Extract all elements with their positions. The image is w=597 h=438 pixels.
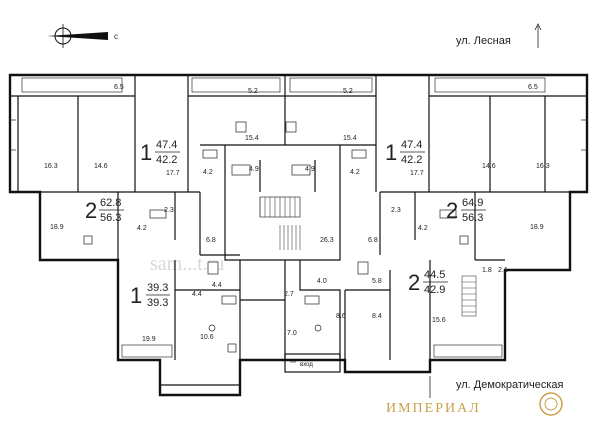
entrance: вход: [290, 361, 313, 368]
room-area: 15.4: [343, 135, 357, 142]
bottom-rooms: [117, 254, 570, 372]
room-area: 10.6: [200, 334, 214, 341]
room-area: 16.3: [44, 163, 58, 170]
middle-rooms: [40, 191, 570, 261]
room-area: 4.9: [305, 166, 315, 173]
svg-text:62.8: 62.8: [100, 197, 121, 209]
brand-seal-icon: [539, 392, 563, 416]
room-area: 2.3: [164, 207, 174, 214]
svg-text:2: 2: [85, 198, 97, 223]
room-area: 4.4: [192, 291, 202, 298]
room-area: 4.9: [249, 166, 259, 173]
room-area: 18.9: [50, 224, 64, 231]
room-area: 8.4: [372, 313, 382, 320]
room-area: 4.2: [137, 225, 147, 232]
watermark: sam...t.ru: [150, 253, 224, 275]
room-area: 5.2: [248, 88, 258, 95]
svg-text:вход: вход: [300, 362, 313, 368]
room-area-labels: 6.5 5.2 5.2 6.5 16.3 14.6 17.7 15.4 15.4…: [44, 84, 550, 343]
street-top-label: ул. Лесная: [456, 35, 511, 47]
room-area: 17.7: [410, 170, 424, 177]
room-area: 15.6: [432, 317, 446, 324]
top-rooms: [10, 75, 587, 192]
compass-arrow-icon: [47, 32, 108, 40]
svg-text:42.9: 42.9: [424, 284, 445, 296]
apartment-1-bottom: 1 39.3 39.3: [130, 282, 170, 309]
svg-text:47.4: 47.4: [401, 139, 422, 151]
svg-text:47.4: 47.4: [156, 139, 177, 151]
apartment-2-left: 2 62.8 56.3: [85, 197, 124, 224]
room-area: 14.6: [94, 163, 108, 170]
room-area: 4.2: [350, 169, 360, 176]
compass-direction-label: с: [114, 32, 118, 41]
svg-text:56.3: 56.3: [100, 212, 121, 224]
room-area: 14.6: [482, 163, 496, 170]
svg-text:56.3: 56.3: [462, 212, 483, 224]
apartment-1-right: 1 47.4 42.2: [385, 139, 425, 166]
apartment-1-left: 1 47.4 42.2: [140, 139, 180, 166]
room-area: 6.8: [206, 237, 216, 244]
room-area: 4.2: [203, 169, 213, 176]
room-area: 7.0: [287, 330, 297, 337]
svg-text:ИМПЕРИАЛ: ИМПЕРИАЛ: [386, 401, 481, 416]
brand-logo: ИМПЕРИАЛ: [386, 392, 563, 416]
svg-text:44.5: 44.5: [424, 269, 445, 281]
svg-text:42.2: 42.2: [401, 154, 422, 166]
compass: с: [47, 24, 118, 48]
room-area: 6.5: [114, 84, 124, 91]
svg-text:1: 1: [130, 283, 142, 308]
room-area: 18.9: [530, 224, 544, 231]
svg-text:1: 1: [385, 140, 397, 165]
room-area: 2.3: [391, 207, 401, 214]
svg-text:39.3: 39.3: [147, 282, 168, 294]
street-bottom-label: ул. Демократическая: [456, 379, 564, 391]
svg-text:64.9: 64.9: [462, 197, 483, 209]
room-area: 6.8: [368, 237, 378, 244]
room-area: 2.7: [284, 291, 294, 298]
room-area: 2.1: [498, 267, 508, 274]
room-area: 4.2: [418, 225, 428, 232]
north-arrow-icon: [534, 23, 542, 48]
room-area: 6.5: [528, 84, 538, 91]
room-area: 19.9: [142, 336, 156, 343]
room-area: 17.7: [166, 170, 180, 177]
fixtures: [83, 121, 469, 353]
room-area: 4.0: [317, 278, 327, 285]
room-area: 5.2: [343, 88, 353, 95]
room-area: 15.4: [245, 135, 259, 142]
room-area: 5.8: [372, 278, 382, 285]
apartment-2-bottom: 2 44.5 42.9: [408, 269, 448, 296]
room-area: 1.8: [482, 267, 492, 274]
room-area: 26.3: [320, 237, 334, 244]
svg-text:39.3: 39.3: [147, 297, 168, 309]
apartment-2-right: 2 64.9 56.3: [446, 197, 486, 224]
svg-text:2: 2: [408, 270, 420, 295]
svg-text:42.2: 42.2: [156, 154, 177, 166]
room-area: 4.4: [212, 282, 222, 289]
room-area: 16.3: [536, 163, 550, 170]
building-outline: [8, 73, 589, 397]
svg-text:1: 1: [140, 140, 152, 165]
svg-text:2: 2: [446, 198, 458, 223]
room-area: 8.6: [336, 313, 346, 320]
